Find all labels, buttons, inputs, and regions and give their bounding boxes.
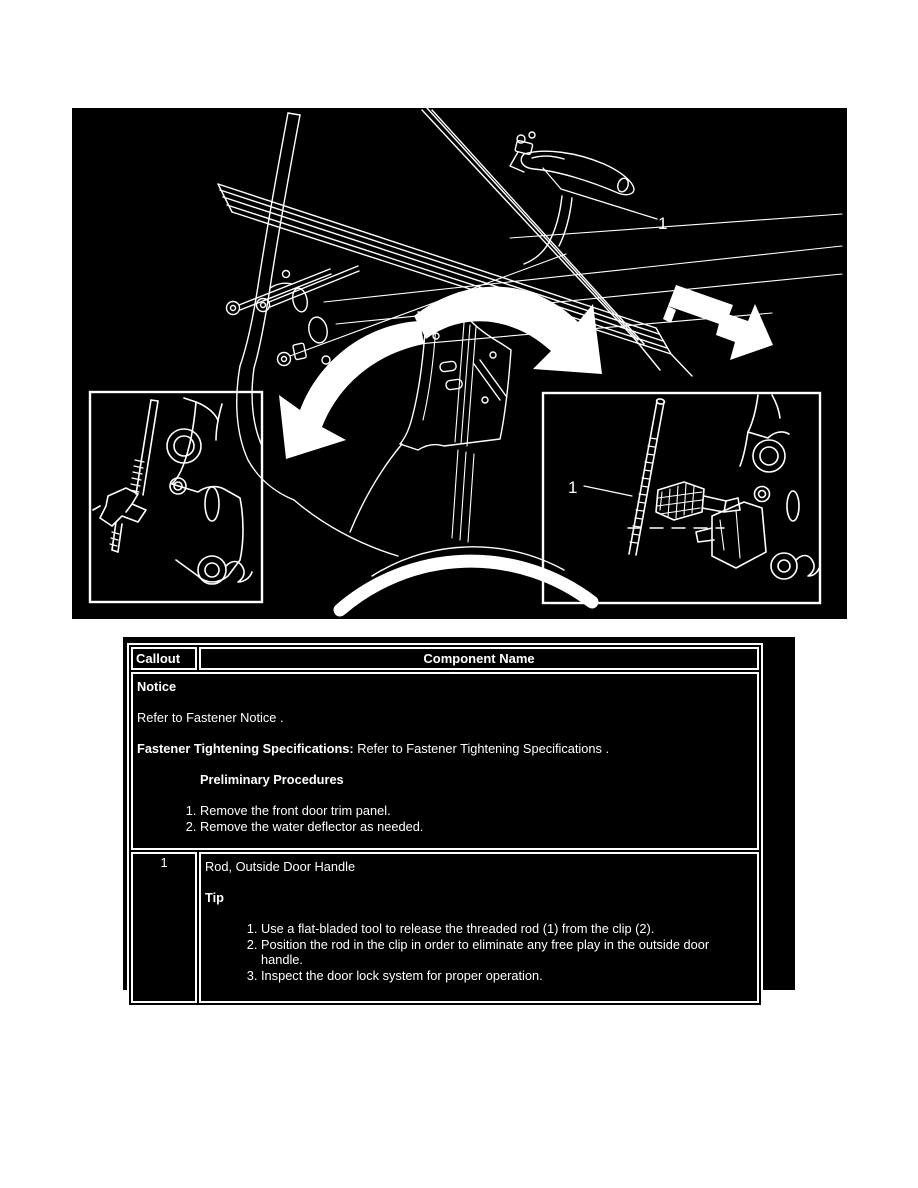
- inset-box-right: [541, 391, 822, 605]
- callout-number-cell: 1: [131, 852, 197, 1003]
- preliminary-step: Remove the water deflector as needed.: [200, 819, 753, 834]
- component-column-header: Component Name: [199, 647, 759, 670]
- notice-title: Notice: [137, 679, 177, 694]
- tip-step: Inspect the door lock system for proper …: [261, 968, 753, 983]
- tip-step: Use a flat-bladed tool to release the th…: [261, 921, 753, 936]
- outside-door-handle: [509, 131, 635, 265]
- component-name: Rod, Outside Door Handle: [205, 859, 356, 874]
- component-row: 1 Rod, Outside Door Handle Tip Use a fla…: [131, 852, 759, 1003]
- door-line-art: [217, 108, 843, 617]
- main-callout-label: 1: [658, 214, 667, 233]
- fastener-spec-line: Fastener Tightening Specifications: Refe…: [137, 741, 753, 756]
- curved-arrow-left-icon: [279, 321, 424, 459]
- tip-steps-list: Use a flat-bladed tool to release the th…: [205, 921, 753, 983]
- preliminary-procedures-title: Preliminary Procedures: [200, 772, 344, 787]
- exploded-view-diagram: 1 1: [72, 108, 847, 619]
- fastener-notice-line: Refer to Fastener Notice .: [137, 710, 284, 725]
- door-handle-rod-illustration: 1 1: [88, 108, 843, 617]
- component-table-section: Callout Component Name Notice Refer to F…: [123, 637, 795, 1007]
- curved-arrow-right-icon: [414, 286, 602, 374]
- fastener-spec-label: Fastener Tightening Specifications:: [137, 741, 354, 756]
- block-arrow-icon: [663, 285, 773, 360]
- preliminary-step: Remove the front door trim panel.: [200, 803, 753, 818]
- callout-column-header: Callout: [131, 647, 197, 670]
- fastener-spec-text: Refer to Fastener Tightening Specificati…: [353, 741, 610, 756]
- inset-box-left: [88, 390, 264, 604]
- tip-step: Position the rod in the clip in order to…: [261, 937, 753, 967]
- component-detail-cell: Rod, Outside Door Handle Tip Use a flat-…: [199, 852, 759, 1003]
- component-table: Callout Component Name Notice Refer to F…: [127, 643, 763, 1007]
- fastener-screws: [225, 253, 567, 367]
- notice-row: Notice Refer to Fastener Notice . Fasten…: [131, 672, 759, 850]
- notice-cell: Notice Refer to Fastener Notice . Fasten…: [131, 672, 759, 850]
- table-header-row: Callout Component Name: [131, 647, 759, 670]
- inset-right-detail: [583, 394, 821, 580]
- tip-label: Tip: [205, 890, 224, 905]
- lock-pillar-section: [399, 311, 512, 543]
- door-inner-arc: [333, 554, 599, 617]
- inset-callout-label: 1: [568, 478, 577, 497]
- callout-leader-line: [542, 167, 658, 220]
- inset-left-detail: [92, 397, 253, 585]
- preliminary-steps-list: Remove the front door trim panel. Remove…: [137, 803, 753, 834]
